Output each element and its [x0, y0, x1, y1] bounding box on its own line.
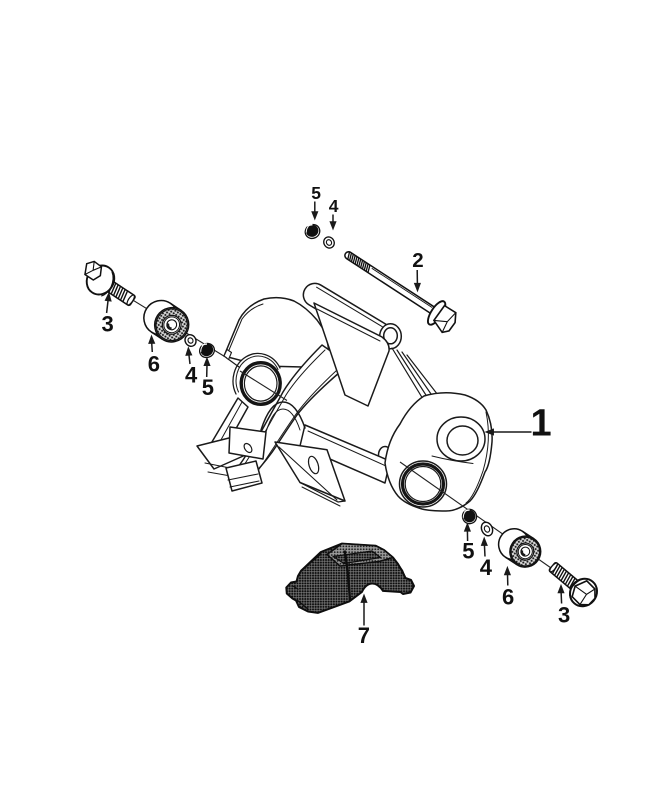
- svg-text:4: 4: [185, 363, 198, 388]
- svg-text:5: 5: [311, 183, 321, 203]
- svg-text:2: 2: [412, 249, 423, 272]
- svg-text:5: 5: [462, 539, 474, 564]
- svg-text:4: 4: [329, 196, 339, 216]
- svg-text:6: 6: [502, 585, 514, 610]
- svg-text:3: 3: [558, 602, 570, 627]
- svg-text:7: 7: [358, 623, 370, 648]
- svg-text:1: 1: [531, 403, 552, 445]
- svg-text:3: 3: [102, 311, 114, 336]
- svg-text:4: 4: [480, 555, 493, 580]
- svg-text:6: 6: [148, 351, 160, 376]
- svg-text:5: 5: [202, 375, 214, 400]
